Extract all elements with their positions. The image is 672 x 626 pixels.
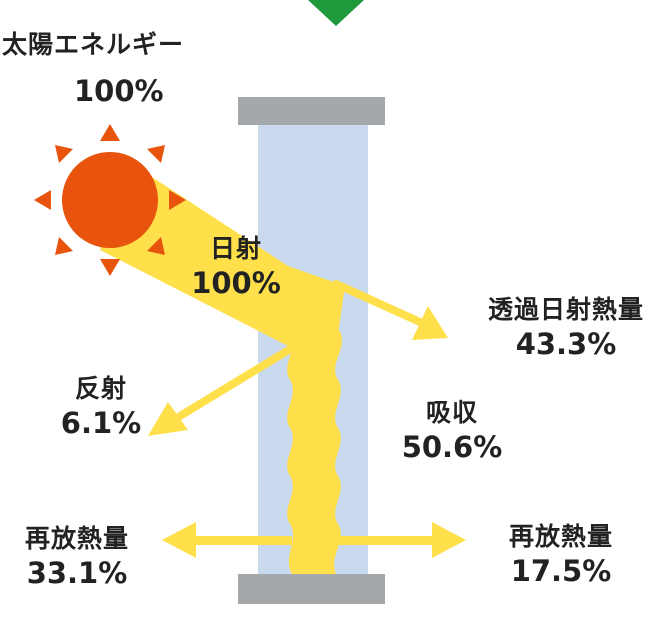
sun-ray-w [34, 190, 51, 210]
transmitted-arrow-shaft [332, 280, 424, 326]
absorbed-value: 50.6% [401, 430, 503, 464]
transmitted-arrowhead [412, 306, 448, 340]
solar-energy-label: 太陽エネルギー 100% [2, 28, 218, 109]
incident-value: 100% [191, 266, 281, 300]
reradiated-in-value: 17.5% [510, 554, 612, 588]
solar-energy-title: 太陽エネルギー [2, 30, 185, 59]
reradiated-out-title: 再放熱量 [24, 524, 129, 553]
reflected-label: 反射 6.1% [38, 372, 164, 441]
absorbed-column [286, 286, 343, 574]
absorbed-label: 吸収 50.6% [392, 396, 512, 465]
frame-bottom [238, 574, 385, 604]
sun-ray-nw [55, 145, 73, 163]
incident-title: 日射 [209, 234, 262, 263]
transmitted-title: 透過日射熱量 [487, 295, 644, 324]
sun-ray-n [100, 124, 120, 141]
solar-energy-value: 100% [74, 74, 164, 108]
reradiated-out-value: 33.1% [26, 556, 128, 590]
frame-top [238, 97, 385, 125]
incident-beam [100, 160, 345, 348]
transmitted-label: 透過日射熱量 43.3% [462, 293, 670, 362]
reflected-title: 反射 [74, 374, 127, 403]
incident-label: 日射 100% [176, 232, 296, 301]
sun-ray-ne [147, 145, 165, 163]
sun-ray-sw [55, 237, 73, 255]
reflected-arrowhead [148, 402, 188, 436]
sun-disc [62, 152, 158, 248]
reradiated-out-label: 再放熱量 33.1% [2, 522, 152, 591]
sun-ray-s [100, 259, 120, 276]
transmitted-value: 43.3% [515, 327, 617, 361]
triangle-down-icon [308, 0, 364, 26]
reflected-value: 6.1% [60, 406, 142, 440]
reradiated-right-arrowhead [432, 522, 466, 558]
sun-icon [34, 124, 186, 276]
reradiated-left-shaft [192, 536, 292, 545]
sun-ray-se [147, 237, 165, 255]
sun-ray-e [169, 190, 186, 210]
reradiated-in-title: 再放熱量 [508, 522, 613, 551]
reflected-arrow-shaft [176, 344, 296, 420]
reradiated-right-shaft [336, 536, 436, 545]
reradiated-left-arrowhead [162, 522, 196, 558]
absorbed-title: 吸収 [425, 398, 478, 427]
reradiated-in-label: 再放熱量 17.5% [486, 520, 636, 589]
